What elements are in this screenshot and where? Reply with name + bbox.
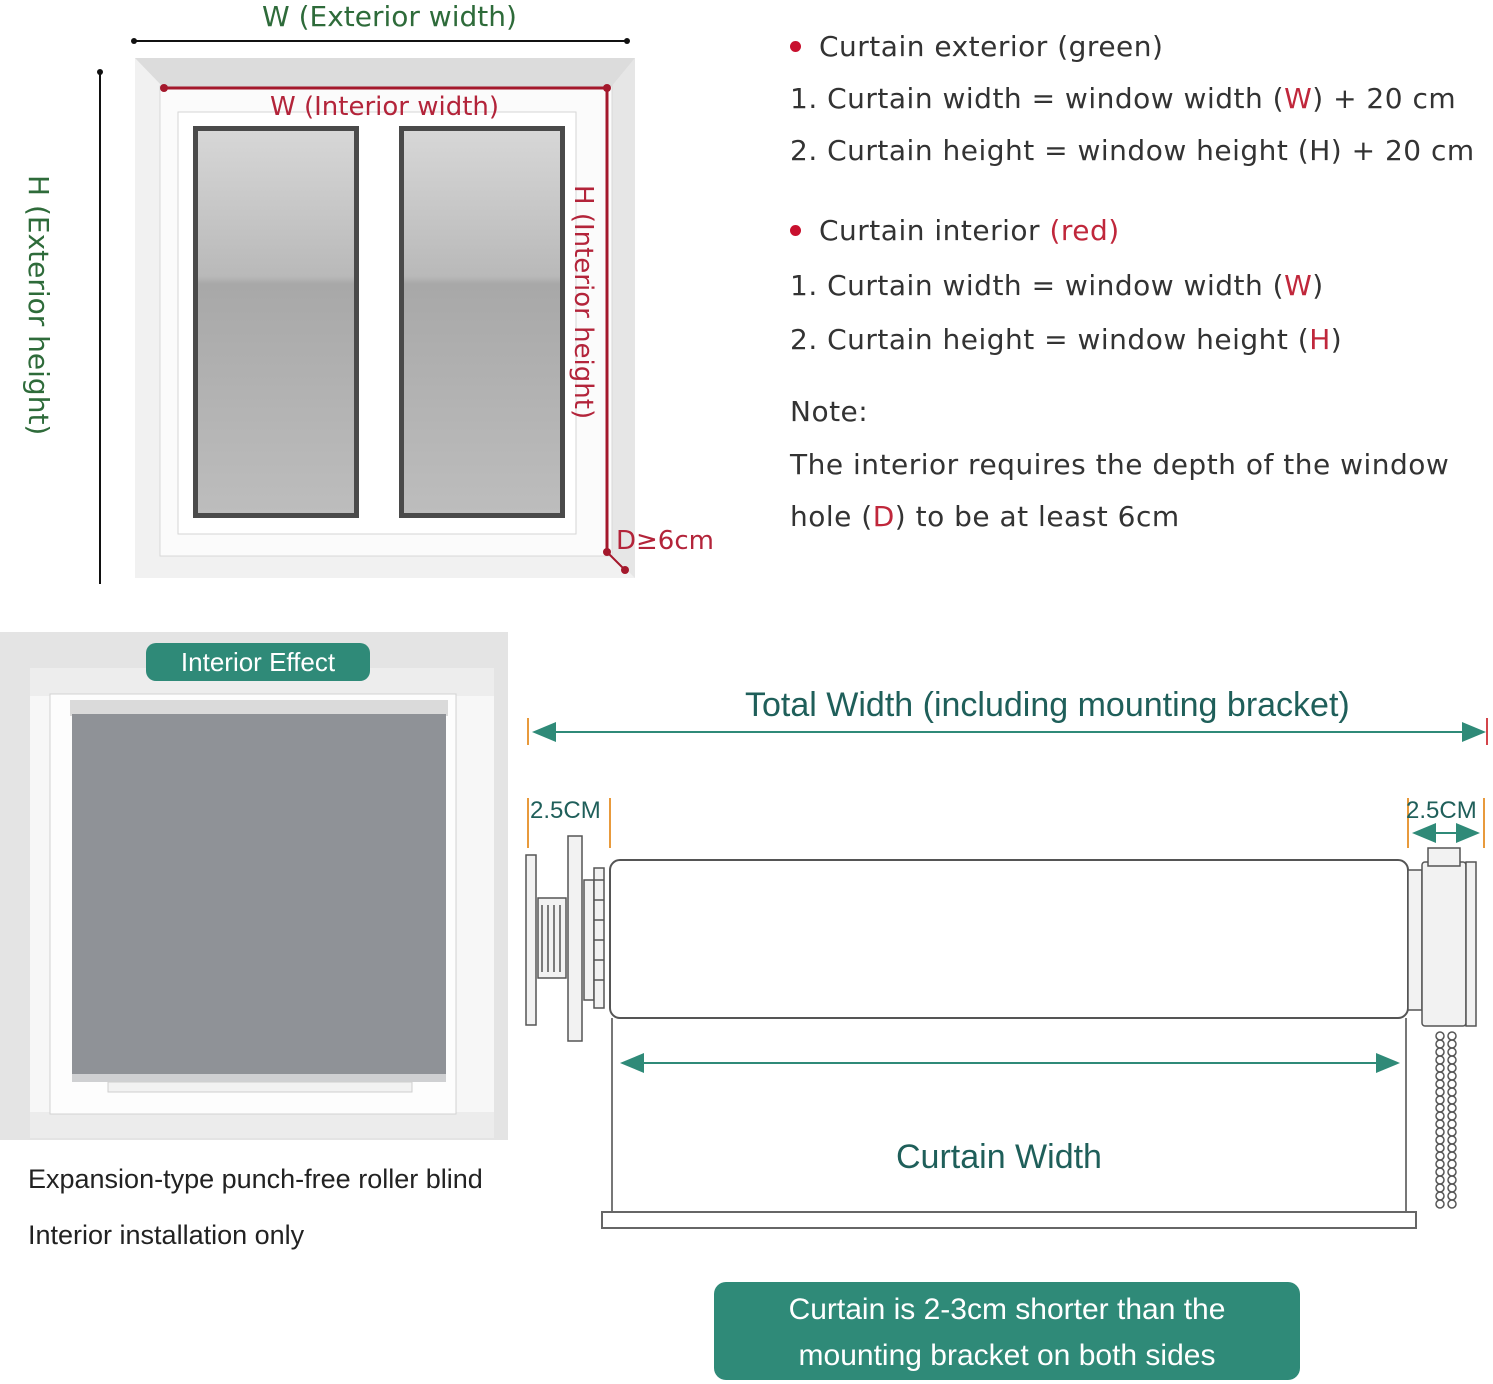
exterior-title: Curtain exterior (green) — [790, 30, 1163, 63]
exterior-height-line — [97, 69, 103, 584]
total-width-label: Total Width (including mounting bracket) — [745, 686, 1350, 724]
interior-effect-badge: Interior Effect — [146, 643, 370, 681]
note-line-1: The interior requires the depth of the w… — [790, 448, 1450, 481]
exterior-width-label: W (Exterior width) — [262, 0, 517, 33]
right-bracket-dimension — [1407, 798, 1485, 848]
exterior-width-formula: 1. Curtain width = window width (W) + 20… — [790, 82, 1457, 115]
right-mounting-bracket — [1407, 847, 1477, 1027]
curtain-fabric — [601, 1018, 1417, 1229]
left-mounting-bracket — [525, 835, 605, 1042]
bullet-icon — [790, 40, 801, 52]
window-pane-left — [193, 126, 359, 518]
shorter-note-line-1: Curtain is 2-3cm shorter than the — [788, 1293, 1226, 1326]
left-bracket-dimension — [527, 798, 611, 848]
right-bracket-label: 2.5CM — [1406, 797, 1477, 824]
exterior-height-formula: 2. Curtain height = window height (H) + … — [790, 134, 1475, 167]
exterior-height-label: H (Exterior height) — [22, 175, 55, 436]
total-width-arrow — [527, 718, 1488, 745]
depth-label: D≥6cm — [616, 526, 714, 556]
bead-chain — [1435, 1031, 1457, 1209]
curtain-width-label: Curtain Width — [896, 1138, 1102, 1176]
roller-tube — [609, 859, 1409, 1019]
shorter-note-line-2: mounting bracket on both sides — [798, 1339, 1216, 1372]
caption-line-1: Expansion-type punch-free roller blind — [28, 1164, 483, 1194]
interior-width-formula: 1. Curtain width = window width (W) — [790, 269, 1324, 302]
caption-line-2: Interior installation only — [28, 1220, 305, 1250]
note-title: Note: — [790, 395, 869, 428]
exterior-width-arrow — [131, 38, 630, 44]
interior-measure-lines — [160, 84, 629, 574]
interior-title: Curtain interior (red) — [790, 214, 1120, 247]
window-pane-right — [399, 126, 565, 518]
interior-width-label: W (Interior width) — [270, 92, 500, 122]
interior-effect-photo — [0, 632, 508, 1140]
left-bracket-label: 2.5CM — [530, 797, 601, 824]
interior-height-label: H (Interior height) — [568, 185, 598, 420]
bullet-icon — [790, 224, 801, 236]
interior-height-formula: 2. Curtain height = window height (H) — [790, 323, 1343, 356]
note-line-2: hole (D) to be at least 6cm — [790, 500, 1180, 533]
shorter-note-box: Curtain is 2-3cm shorter than the mounti… — [714, 1282, 1300, 1380]
